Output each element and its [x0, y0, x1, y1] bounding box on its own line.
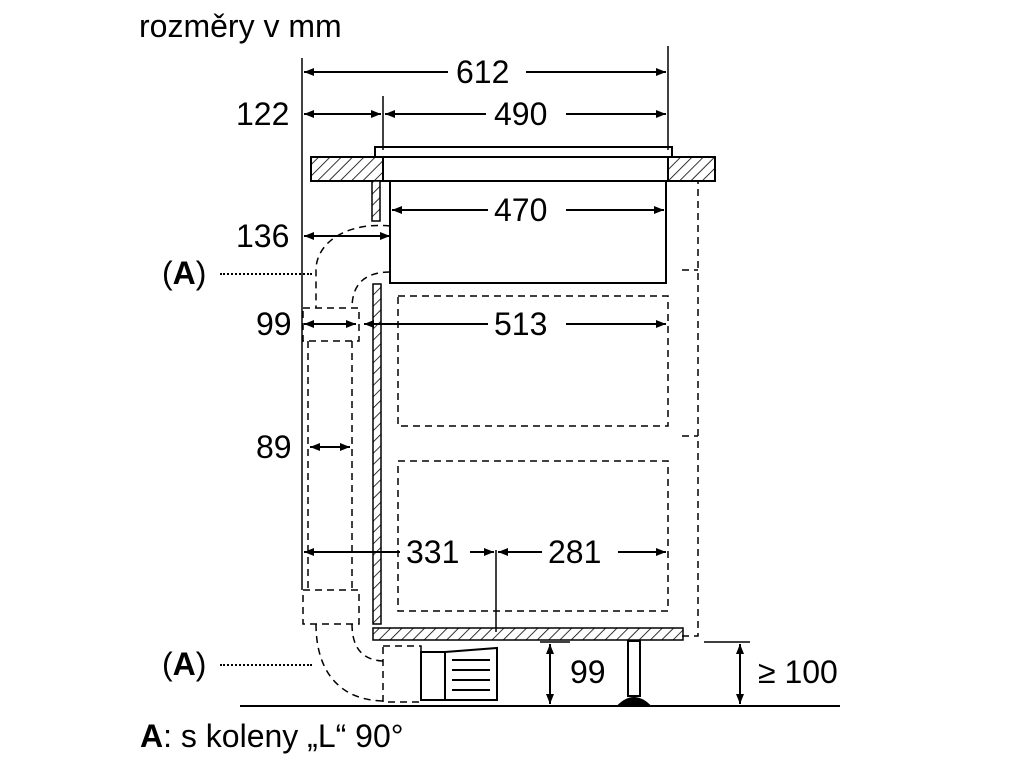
- legend-letter: A: [140, 718, 164, 754]
- dim-left-overhang: 122: [236, 96, 290, 132]
- dim-duct-width-lower: 89: [256, 429, 292, 465]
- callout-a-lower: (A): [162, 648, 313, 680]
- dim-plinth-height: 99: [570, 654, 606, 690]
- dim-outlet-to-front: 281: [546, 534, 604, 570]
- dim-min-clearance: ≥ 100: [758, 654, 838, 690]
- dim-duct-width-upper: 99: [256, 306, 292, 342]
- dimension-arrows: [304, 68, 744, 704]
- leader-dots: [220, 663, 313, 666]
- leader-dots: [220, 272, 313, 275]
- unit-note: rozměry v mm: [139, 8, 342, 44]
- dim-cabinet-depth: 513: [492, 306, 550, 342]
- worktop: [310, 156, 716, 182]
- dim-housing-width: 470: [492, 192, 550, 228]
- callout-a-upper: (A): [162, 257, 313, 289]
- cooktop: [374, 146, 673, 182]
- legend-text: : s koleny „L“ 90°: [163, 718, 404, 754]
- dim-cooktop-width: 490: [492, 96, 550, 132]
- legend: A: s koleny „L“ 90°: [140, 720, 404, 752]
- plinth-leg: [615, 640, 653, 707]
- cabinet-bottom: [372, 627, 684, 641]
- dim-overall-width: 612: [454, 54, 512, 90]
- extension-lines: [301, 46, 750, 643]
- air-outlet: [382, 645, 498, 703]
- dim-duct-offset: 136: [236, 218, 290, 254]
- dim-rear-to-outlet: 331: [404, 534, 462, 570]
- cabinet-back-panel-upper: [371, 180, 381, 222]
- exhaust-duct: [302, 224, 391, 702]
- cabinet-drawers: [397, 180, 699, 637]
- cabinet-back-panel: [372, 283, 382, 625]
